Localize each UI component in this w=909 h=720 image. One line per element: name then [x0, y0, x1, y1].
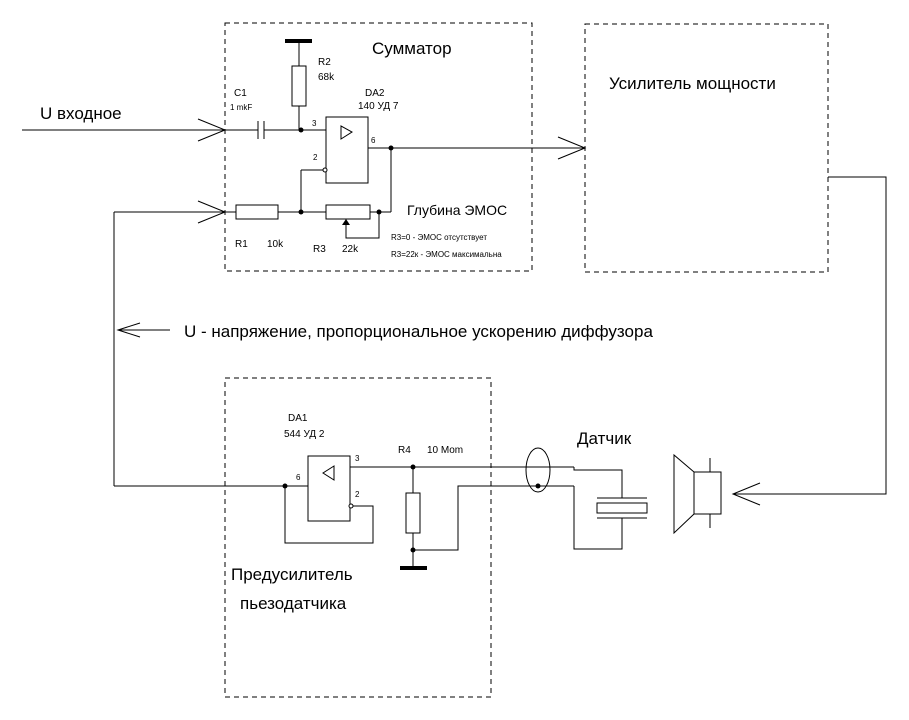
r3-wiper	[345, 212, 380, 239]
r1-ref: R1	[235, 239, 248, 250]
sensor-bottom-lead	[573, 486, 623, 550]
feedback-arrow	[197, 200, 227, 224]
da1-opamp	[307, 455, 351, 522]
c1-value: 1 mkF	[230, 103, 252, 112]
r3-value: 22k	[342, 244, 359, 255]
da1-pin2: 2	[355, 490, 360, 499]
input-label: U входное	[40, 104, 122, 123]
speaker-arrow	[731, 482, 761, 506]
power-amp-block	[584, 23, 829, 273]
power-amp-title: Усилитель мощности	[609, 74, 776, 93]
da1-triangle	[322, 465, 335, 481]
r4-ref: R4	[398, 445, 411, 456]
r2-value: 68k	[318, 72, 335, 83]
preamp-block	[224, 377, 492, 698]
speaker-feed-wire	[733, 176, 887, 495]
da1-value: 544 УД 2	[284, 429, 325, 440]
feedback-voltage-label: U - напряжение, пропорциональное ускорен…	[184, 322, 653, 341]
r1-resistor	[235, 204, 279, 220]
da1-follower-loop	[284, 486, 374, 544]
r2-ref: R2	[318, 57, 331, 68]
sensor-top-lead	[573, 467, 623, 498]
da1-pin3: 3	[355, 454, 360, 463]
da2-opamp	[325, 116, 369, 184]
r4-resistor	[405, 492, 421, 534]
da1-pin6: 6	[296, 473, 301, 482]
da2-pin3: 3	[312, 119, 317, 128]
r4-value: 10 Mom	[427, 445, 463, 456]
da2-triangle	[340, 125, 353, 140]
r3-potentiometer	[325, 204, 371, 220]
r3-wiper-arrow	[342, 219, 350, 225]
da1-inverting-marker	[348, 503, 354, 509]
speaker-magnet	[693, 471, 722, 515]
summator-title: Сумматор	[372, 39, 452, 58]
cable-shield	[525, 447, 551, 493]
da2-ref: DA2	[365, 88, 385, 99]
r2-resistor	[291, 65, 307, 107]
da2-value: 140 УД 7	[358, 101, 399, 112]
speaker-cone	[673, 453, 695, 535]
r3-ref: R3	[313, 244, 326, 255]
preamp-title-line1: Предусилитель	[231, 565, 353, 584]
c1-ref: C1	[234, 88, 247, 99]
r3-note-2: R3=22к - ЭМОС максимальна	[391, 250, 502, 259]
da2-inverting-marker	[322, 167, 328, 173]
da1-ref: DA1	[288, 413, 308, 424]
r3-note-1: R3=0 - ЭМОС отсутствует	[391, 233, 487, 242]
power-amp-arrow	[557, 136, 587, 160]
da2-pin2: 2	[313, 153, 318, 162]
depth-label: Глубина ЭМОС	[407, 202, 507, 218]
junction	[298, 127, 304, 133]
r1-value: 10k	[267, 239, 284, 250]
shield-return-wire	[413, 485, 574, 551]
sensor-label: Датчик	[577, 429, 632, 448]
preamp-title-line2: пьезодатчика	[240, 594, 347, 613]
piezo-crystal	[596, 502, 648, 514]
summator-block	[224, 22, 533, 272]
da2-pin6: 6	[371, 136, 376, 145]
